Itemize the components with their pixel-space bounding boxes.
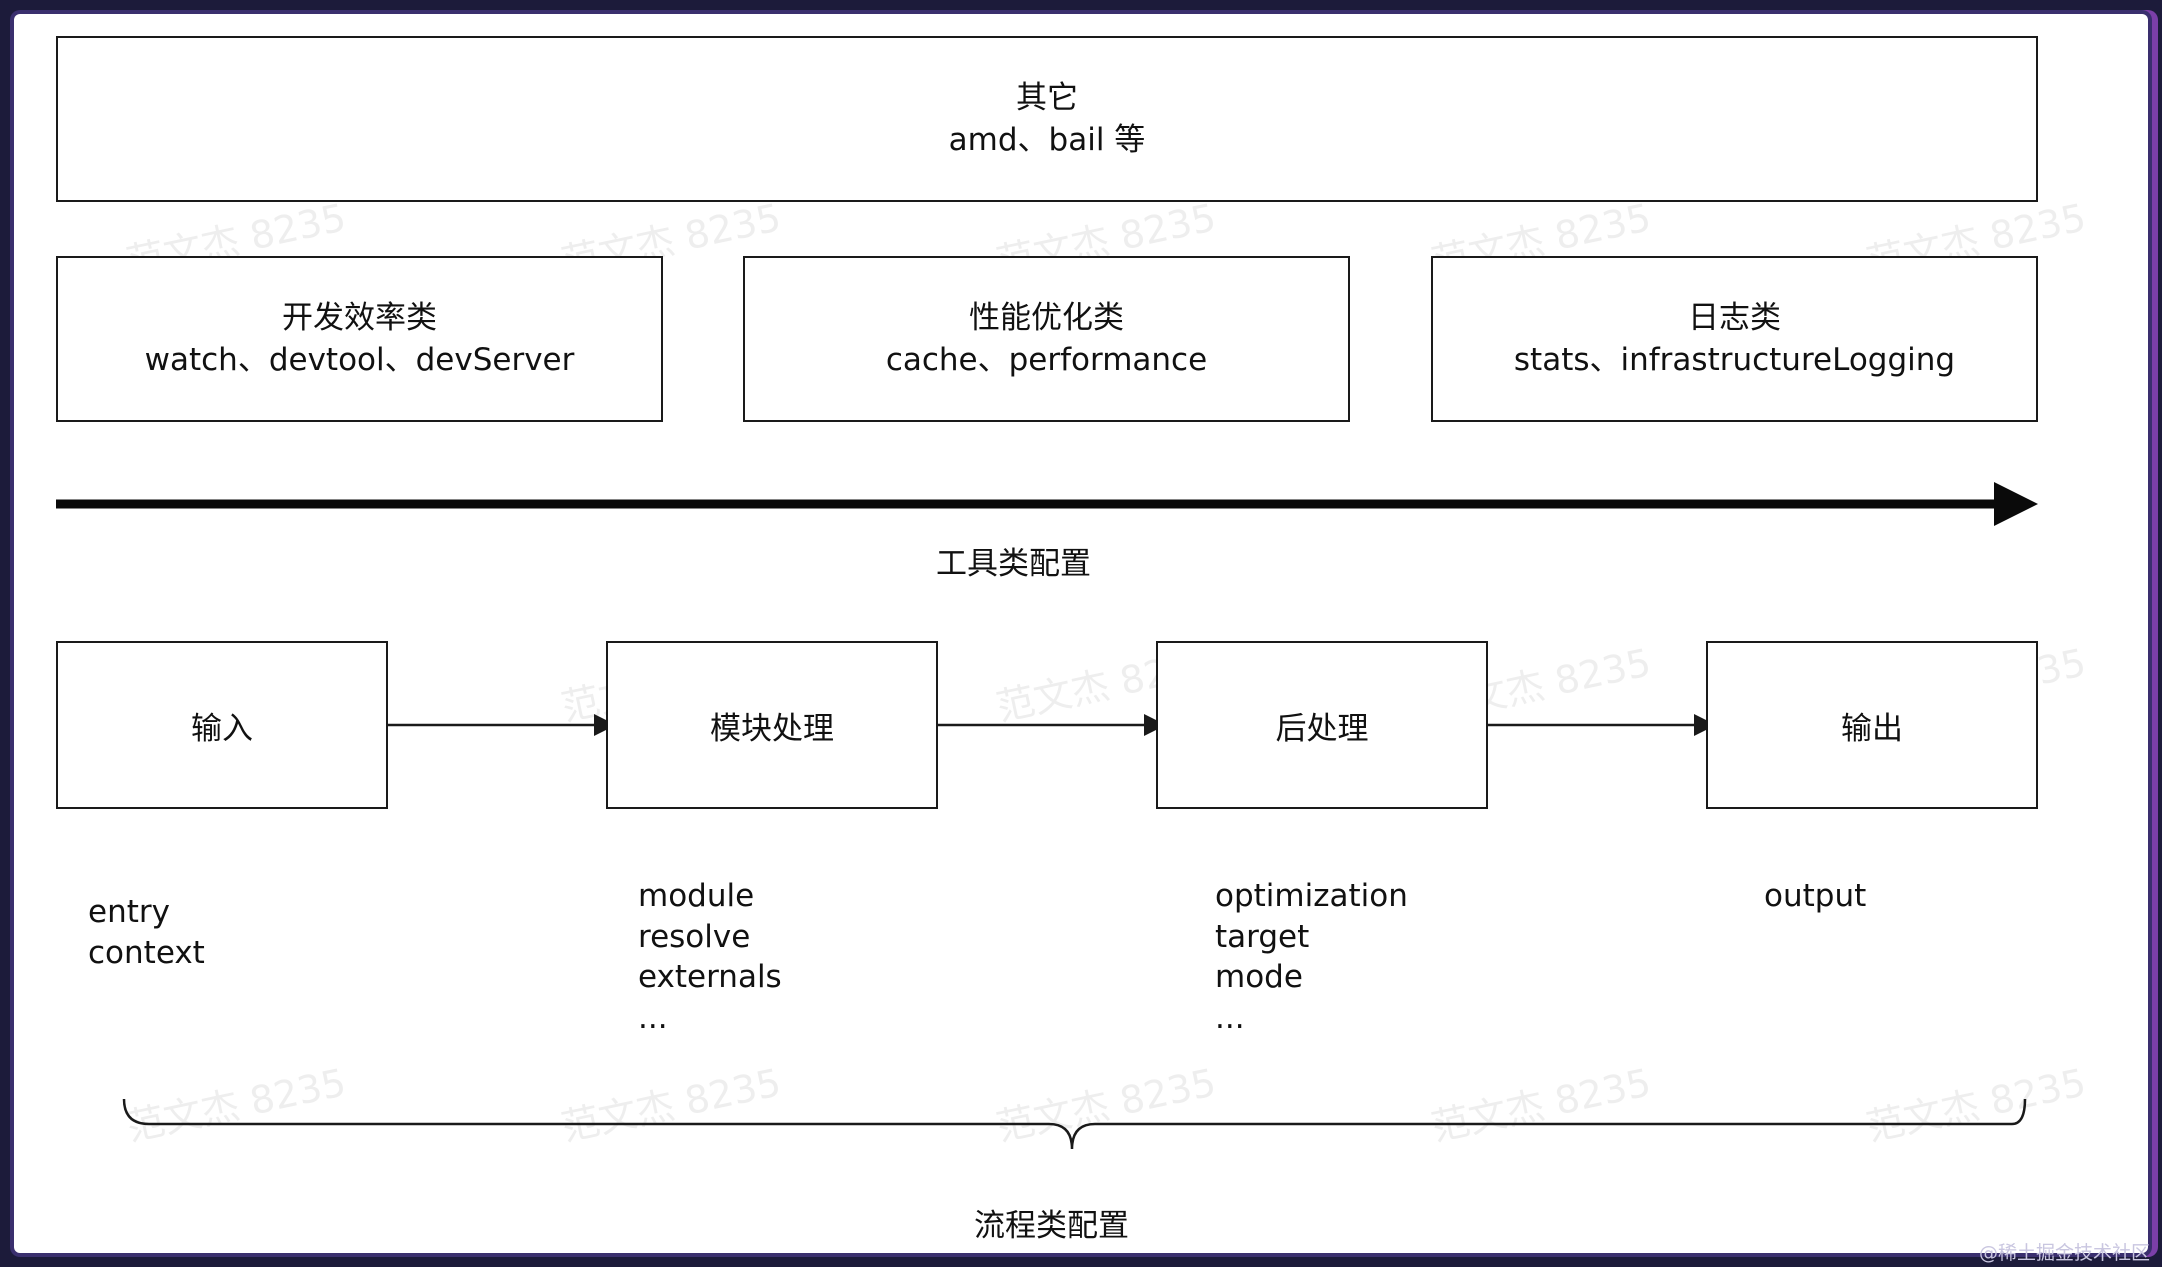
param-item: optimization — [1215, 878, 1408, 914]
stage-output-box: 输出 — [1706, 641, 2038, 809]
stage-post-box: 后处理 — [1156, 641, 1488, 809]
dev-efficiency-title: 开发效率类 — [282, 300, 437, 336]
param-item: output — [1764, 878, 1867, 914]
param-item: entry — [88, 894, 170, 930]
param-item: resolve — [638, 918, 751, 955]
flow-arrow-1 — [387, 714, 616, 736]
dev-efficiency-subtitle: watch、devtool、devServer — [144, 342, 575, 378]
stage-post-title: 后处理 — [1275, 710, 1369, 747]
tool-axis-arrow — [56, 482, 2038, 526]
param-item: ... — [638, 999, 668, 1036]
param-item: mode — [1215, 959, 1303, 995]
connectors-layer — [56, 482, 2038, 1150]
performance-subtitle: cache、performance — [885, 342, 1208, 378]
stage-post-params: optimization target mode ... — [1215, 876, 1408, 1038]
other-config-subtitle: amd、bail 等 — [948, 122, 1146, 158]
stage-input-box: 输入 — [56, 641, 388, 809]
flow-config-label: 流程类配置 — [974, 1208, 1129, 1244]
performance-title: 性能优化类 — [969, 300, 1124, 336]
flow-arrow-3 — [1487, 714, 1716, 736]
stage-module-box: 模块处理 — [606, 641, 938, 809]
param-item: module — [638, 878, 755, 914]
performance-box: 性能优化类 cache、performance — [743, 256, 1350, 422]
param-item: externals — [638, 959, 782, 995]
flow-arrow-2 — [937, 714, 1166, 736]
dev-efficiency-box: 开发效率类 watch、devtool、devServer — [56, 256, 663, 422]
param-item: ... — [1215, 999, 1245, 1036]
other-config-box: 其它 amd、bail 等 — [56, 36, 2038, 202]
stage-module-params: module resolve externals ... — [638, 876, 782, 1038]
param-item: context — [88, 934, 205, 971]
source-credit: @稀土掘金技术社区 — [1978, 1242, 2150, 1264]
param-item: target — [1215, 918, 1310, 955]
stage-input-params: entry context — [88, 892, 205, 973]
stage-output-params: output — [1764, 876, 1866, 917]
stage-output-title: 输出 — [1841, 710, 1903, 747]
tool-axis-label: 工具类配置 — [936, 546, 1091, 582]
stage-input-title: 输入 — [191, 710, 253, 747]
logging-box: 日志类 stats、infrastructureLogging — [1431, 256, 2038, 422]
logging-title: 日志类 — [1688, 300, 1781, 336]
logging-subtitle: stats、infrastructureLogging — [1513, 342, 1956, 378]
flow-brace — [122, 1098, 2027, 1150]
stage-module-title: 模块处理 — [710, 710, 834, 747]
other-config-title: 其它 — [1016, 80, 1078, 116]
